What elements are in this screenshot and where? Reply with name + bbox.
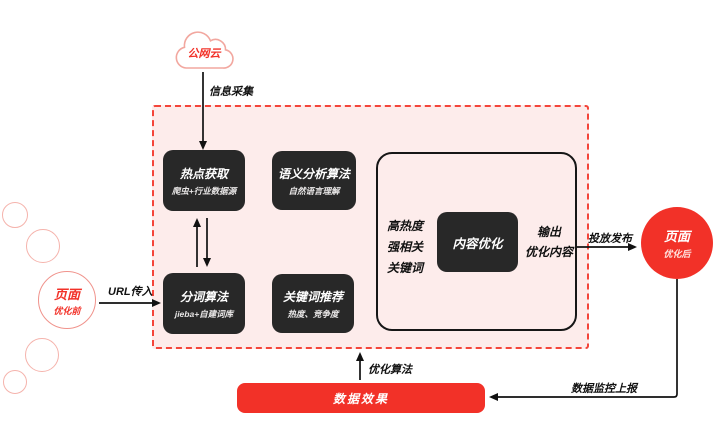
decorative-bubble [3,370,27,394]
hotspot-subtitle: 爬虫+行业数据源 [171,185,237,196]
content-optimize-box: 内容优化 [437,212,518,272]
decorative-bubble [2,202,28,228]
output-text: 输出 优化内容 [524,225,573,259]
semantic-box: 语义分析算法 自然语言理解 [272,151,356,210]
keyword-input-text: 高热度 强相关 关键词 [386,219,423,275]
public-cloud-icon [172,30,236,74]
page-before-title: 页面 [53,286,80,302]
page-after-subtitle: 优化后 [663,249,691,259]
content-optimize-title: 内容优化 [452,236,503,251]
semantic-subtitle: 自然语言理解 [288,185,340,196]
decorative-bubble [26,229,60,263]
segment-title: 分词算法 [179,289,228,304]
segment-subtitle: jieba+自建词库 [174,308,234,319]
semantic-title: 语义分析算法 [277,166,350,181]
cloud-label: 公网云 [187,48,221,60]
content-optimize-group [376,152,577,331]
segment-box: 分词算法 jieba+自建词库 [163,273,245,334]
label-publish: 投放发布 [588,233,632,245]
page-before-subtitle: 优化前 [53,305,81,316]
page-before-node: 页面 优化前 [38,271,96,329]
hotspot-title: 热点获取 [179,166,228,181]
keyword-subtitle: 热度、竞争度 [287,308,339,319]
decorative-bubble [25,338,59,372]
label-info-collect: 信息采集 [209,86,253,98]
label-monitor-report: 数据监控上报 [571,383,637,395]
keyword-box: 关键词推荐 热度、竞争度 [272,274,354,333]
page-after-title: 页面 [663,229,690,244]
label-optimize-algo: 优化算法 [368,364,412,376]
data-effect-bar: 数据效果 [237,383,485,413]
hotspot-box: 热点获取 爬虫+行业数据源 [163,150,245,211]
label-url-input: URL传入 [108,286,153,298]
keyword-title: 关键词推荐 [282,289,343,304]
page-after-node: 页面 优化后 [641,207,713,279]
